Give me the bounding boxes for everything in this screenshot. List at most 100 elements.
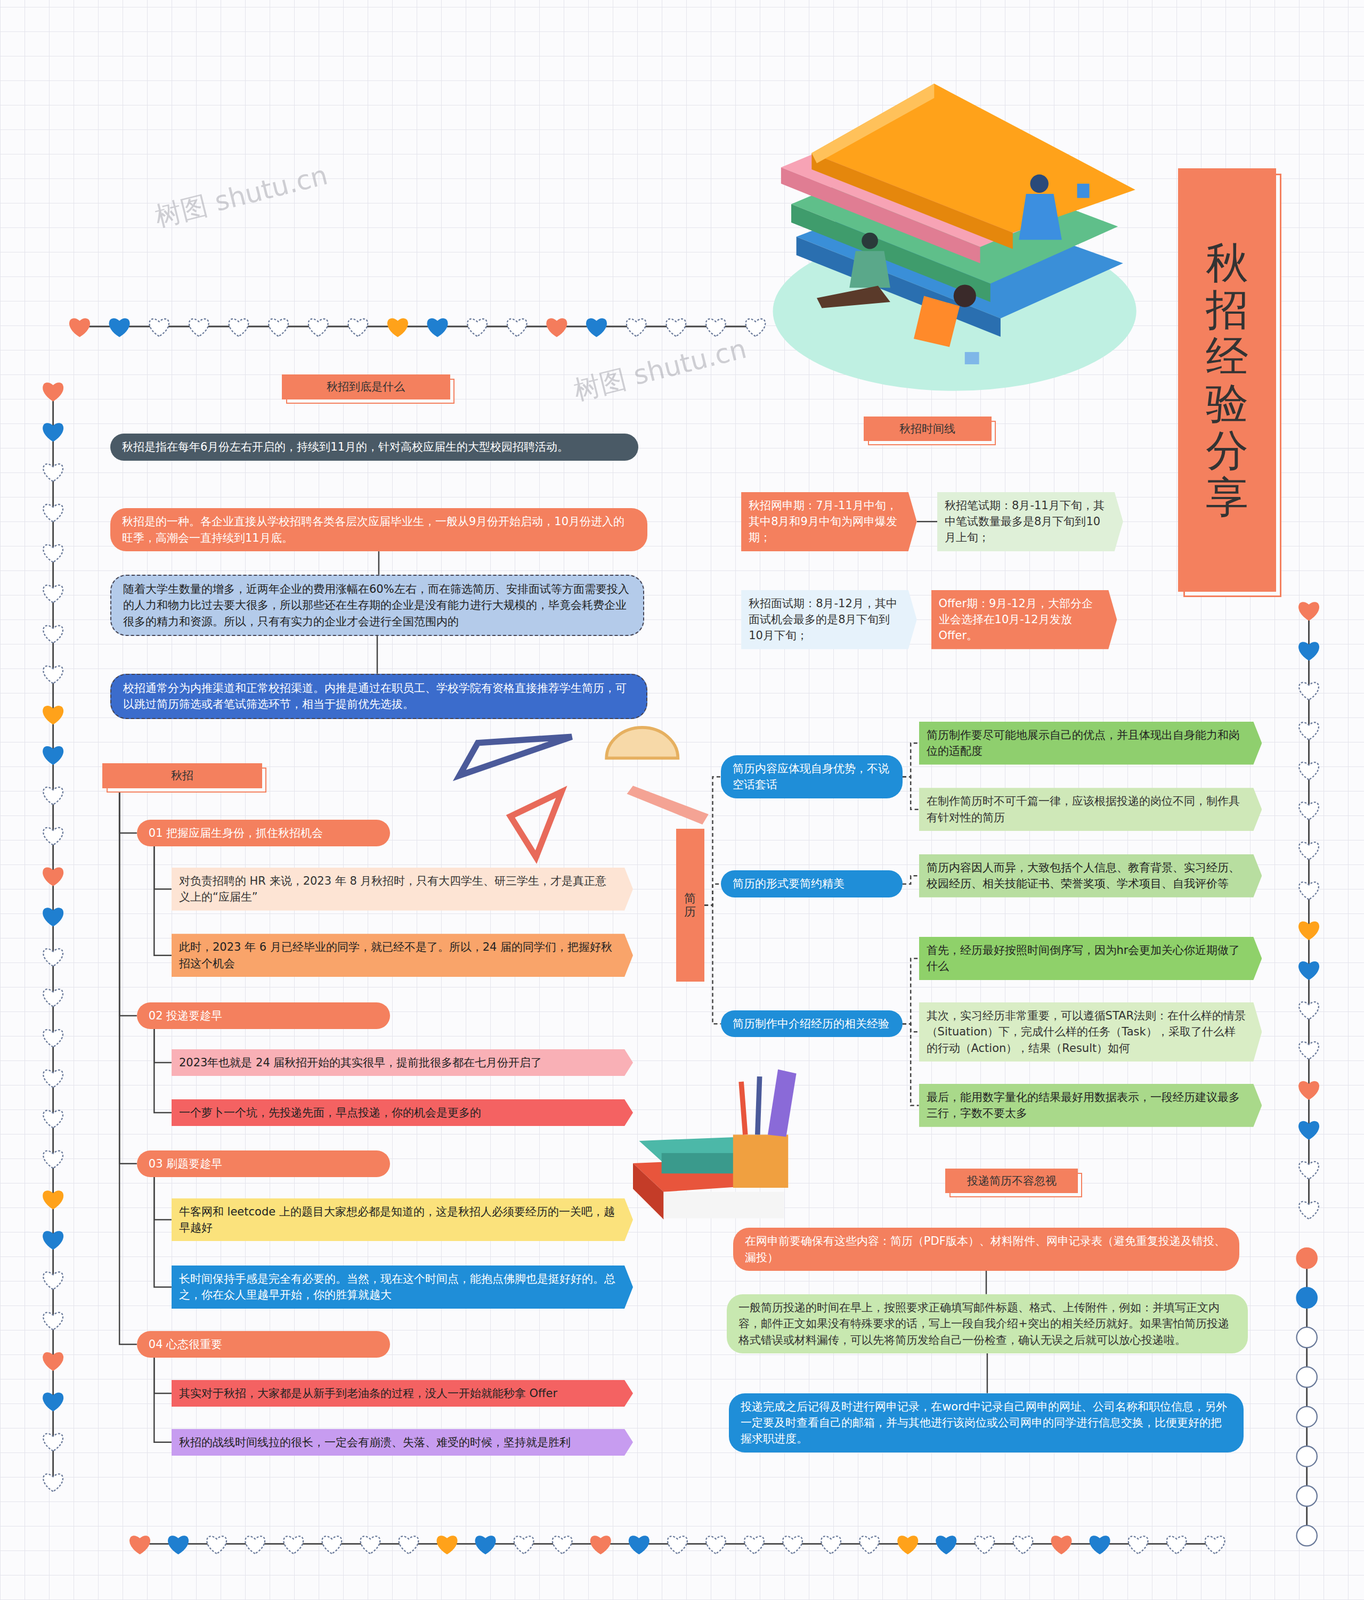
topic-box: 2023年也就是 24 届秋招开始的其实很早，提前批很多都在七月份开启了 <box>171 1049 633 1077</box>
heart-symbol <box>360 1536 381 1555</box>
heart-symbol <box>43 383 63 401</box>
topic-box: 秋招网申期：7月-11月中旬，其中8月和9月中旬为网申爆发期； <box>741 492 917 552</box>
section-header: 秋招 <box>102 763 263 789</box>
illustration-shape <box>816 285 891 308</box>
connector-line <box>153 1029 172 1063</box>
connector-line <box>153 1358 172 1443</box>
circle-symbol <box>1296 1486 1318 1507</box>
connector-line <box>119 788 137 1165</box>
illustration-shape <box>663 1192 785 1220</box>
illustration-shape <box>767 1069 797 1138</box>
topic-box: 简历制作中介绍经历的相关经验 <box>720 1010 903 1038</box>
topic-box: 长时间保持手感是完全有必要的。当然，现在这个时间点，能抱点佛脚也是挺好好的。总之… <box>171 1265 633 1310</box>
heart-symbol <box>1298 1202 1319 1220</box>
connector <box>153 1029 172 1114</box>
topic-box: 投递完成之后记得及时进行网申记录，在word中记录自己网申的网址、公司名称和职位… <box>728 1393 1244 1453</box>
connector <box>119 788 137 834</box>
node-text: 在制作简历时不可千篇一律，应该根据投递的岗位不同，制作具有针对性的简历 <box>926 793 1247 826</box>
heart-symbol <box>43 948 63 967</box>
topic-box: 秋招是指在每年6月份左右开启的，持续到11月的，针对高校应届生的大型校园招聘活动… <box>110 433 639 461</box>
topic-box: 牛客网和 leetcode 上的题目大家想必都是知道的，这是秋招人必须要经历的一… <box>171 1198 633 1242</box>
node-text: 投递完成之后记得及时进行网申记录，在word中记录自己网申的网址、公司名称和职位… <box>740 1399 1232 1448</box>
heart-symbol <box>782 1536 803 1555</box>
node-text: 2023年也就是 24 届秋招开始的其实很早，提前批很多都在七月份开启了 <box>179 1054 617 1071</box>
heart-symbol <box>1166 1536 1187 1555</box>
topic-box: 首先，经历最好按照时间倒序写，因为hr会更加关心你近期做了什么 <box>919 937 1263 981</box>
connector <box>916 521 938 523</box>
illustration-shape <box>632 1163 664 1220</box>
topic-box: 01 把握应届生身份，抓住秋招机会 <box>136 819 391 847</box>
node-text: 简历内容因人而异，大致包括个人信息、教育背景、实习经历、校园经历、相关技能证书、… <box>926 859 1247 893</box>
topic-box: 秋招是的一种。各企业直接从学校招聘各类各层次应届毕业生，一般从9月份开始启动，1… <box>110 508 648 552</box>
heart-symbol <box>744 1536 765 1555</box>
heart-symbol <box>43 1474 63 1492</box>
heart-symbol <box>1298 922 1319 940</box>
title-text: 秋招经验分享 <box>1205 239 1249 522</box>
heart-symbol <box>1298 1162 1319 1180</box>
node-text: 简历 <box>684 892 696 919</box>
connector <box>902 1024 920 1106</box>
node-text: 秋招 <box>107 767 258 784</box>
heart-symbol <box>229 319 249 337</box>
circle-symbol <box>1296 1367 1318 1388</box>
heart-symbol <box>43 1272 63 1290</box>
node-text: 01 把握应届生身份，抓住秋招机会 <box>148 825 379 842</box>
topic-box: 校招通常分为内推渠道和正常校招渠道。内推是通过在职员工、学校学院有资格直接推荐学… <box>110 674 648 720</box>
heart-symbol <box>705 1536 726 1555</box>
connector-line <box>153 1029 172 1114</box>
heart-symbol <box>1298 682 1319 701</box>
heart-symbol <box>399 1536 419 1555</box>
heart-symbol <box>437 1536 458 1555</box>
node-text: 牛客网和 leetcode 上的题目大家想必都是知道的，这是秋招人必须要经历的一… <box>179 1204 617 1237</box>
illustration-shape <box>757 1076 760 1135</box>
connector <box>153 846 172 956</box>
node-text: 投递简历不容忽视 <box>950 1173 1073 1190</box>
heart-symbol <box>1298 1002 1319 1020</box>
heart-symbol <box>43 827 63 846</box>
connector-line <box>153 1177 172 1221</box>
heart-symbol <box>1298 1122 1319 1140</box>
heart-symbol <box>1298 882 1319 900</box>
heart-symbol <box>1298 762 1319 781</box>
topic-box: 此时，2023 年 6 月已经毕业的同学，就已经不是了。所以，24 届的同学们，… <box>171 934 633 978</box>
heart-symbol <box>1051 1536 1072 1555</box>
heart-symbol <box>1298 842 1319 860</box>
connector-line <box>153 1358 172 1394</box>
node-text: 对负责招聘的 HR 来说，2023 年 8 月秋招时，只有大四学生、研三学生，才… <box>179 873 617 906</box>
heart-symbol <box>897 1536 918 1555</box>
heart-symbol <box>514 1536 534 1555</box>
heart-symbol <box>189 319 209 337</box>
heart-symbol <box>427 319 448 337</box>
heart-symbol <box>586 319 607 337</box>
connector <box>119 788 137 1165</box>
circle-symbol <box>1296 1287 1318 1309</box>
heart-symbol <box>43 545 63 563</box>
connector-line <box>704 884 721 906</box>
heart-symbol <box>1298 962 1319 980</box>
heart-symbol <box>43 747 63 765</box>
illustration-shape <box>811 83 1135 233</box>
heart-symbol <box>43 1231 63 1250</box>
topic-box: 其实对于秋招，大家都是从新手到老油条的过程，没人一开始就能秒拿 Offer <box>171 1380 633 1408</box>
connector-line <box>902 776 920 810</box>
node-text: 其实对于秋招，大家都是从新手到老油条的过程，没人一开始就能秒拿 Offer <box>179 1385 617 1402</box>
heart-symbol <box>43 1353 63 1371</box>
topic-box: 秋招的战线时间线拉的很长，一定会有崩溃、失落、难受的时候，坚持就是胜利 <box>171 1429 633 1457</box>
heart-symbol <box>552 1536 573 1555</box>
connector <box>902 743 920 777</box>
node-text: 秋招是的一种。各企业直接从学校招聘各类各层次应届毕业生，一般从9月份开始启动，1… <box>122 513 636 547</box>
heart-symbol <box>43 989 63 1008</box>
circle-symbol <box>1296 1327 1318 1349</box>
node-text: 最后，能用数字量化的结果最好用数据表示，一段经历建议最多三行，字数不要太多 <box>926 1089 1247 1123</box>
node-text: 简历制作要尽可能地展示自己的优点，并且体现出自身能力和岗位的适配度 <box>926 727 1247 760</box>
connector-line <box>153 846 172 956</box>
heart-symbol <box>43 1029 63 1048</box>
heart-symbol <box>936 1536 956 1555</box>
heart-symbol <box>43 706 63 725</box>
connector-line <box>986 1353 989 1394</box>
circle-symbol <box>1296 1446 1318 1467</box>
illustration-shape <box>1018 193 1062 240</box>
title-box: 秋招经验分享 <box>1178 168 1277 592</box>
node-text: 简历制作中介绍经历的相关经验 <box>732 1016 891 1033</box>
